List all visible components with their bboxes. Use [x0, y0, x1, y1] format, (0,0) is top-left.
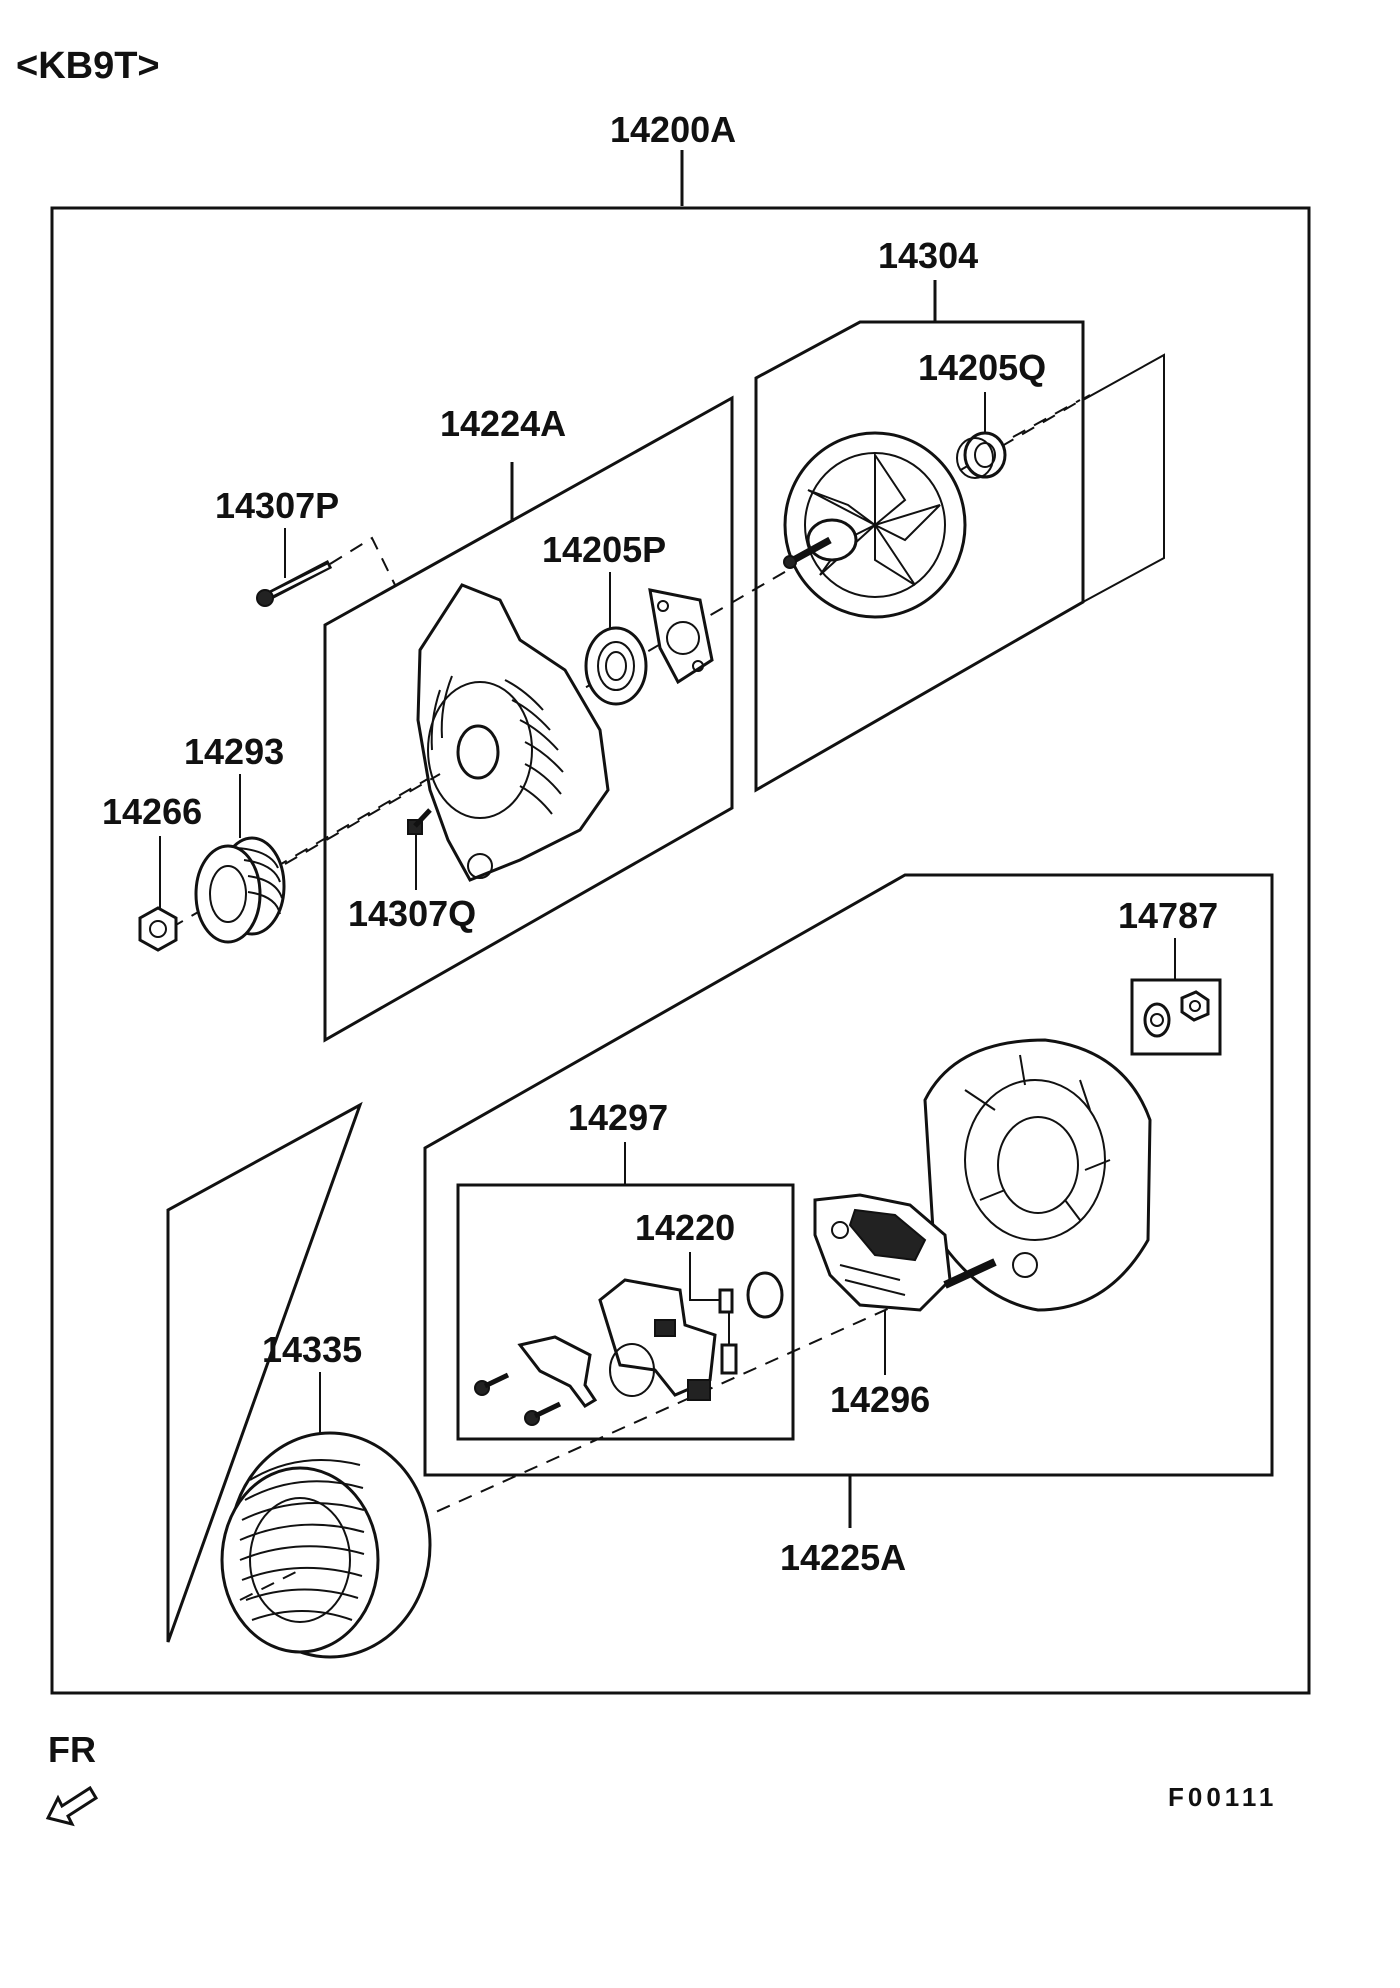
rectifier-icon [813, 1193, 997, 1312]
bearing-icon [956, 431, 1007, 479]
rear-bracket-group: 14225A [423, 873, 1274, 1578]
figure-code: F00111 [1168, 1782, 1277, 1812]
nut-icon [1143, 990, 1210, 1038]
direction-label: FR [48, 1729, 96, 1770]
part-number-14266: 14266 [102, 791, 202, 832]
arrow-down-left-icon [45, 1785, 99, 1827]
part-number-14307Q: 14307Q [348, 893, 476, 934]
nut-icon [138, 906, 178, 952]
bearing-icon [584, 626, 648, 706]
part-number-14205Q: 14205Q [918, 347, 1046, 388]
stator-icon [220, 1431, 432, 1659]
stator-group: 14335 [166, 1101, 432, 1659]
part-number-14205P: 14205P [542, 529, 666, 570]
part-14205Q: 14205Q [918, 347, 1046, 479]
part-14293: 14293 [184, 731, 441, 944]
brush-holder-icon [598, 1278, 717, 1401]
axis-lines [149, 394, 1131, 1601]
part-14787: 14787 [1118, 895, 1222, 1056]
front-direction-indicator: FR [45, 1729, 99, 1827]
plate-icon [648, 588, 714, 685]
part-14266: 14266 [102, 791, 202, 952]
clip-icon [517, 1335, 598, 1408]
part-number-14335: 14335 [262, 1329, 362, 1370]
part-14296: 14296 [813, 1193, 997, 1420]
part-14220: 14220 [635, 1207, 738, 1375]
group-number-14224A: 14224A [440, 403, 566, 444]
part-number-14293: 14293 [184, 731, 284, 772]
group-number-14225A: 14225A [780, 1537, 906, 1578]
model-code: <KB9T> [16, 45, 160, 87]
rotor-icon [783, 431, 967, 619]
part-number-14787: 14787 [1118, 895, 1218, 936]
part-number-14220: 14220 [635, 1207, 735, 1248]
front-bracket-icon [416, 583, 610, 882]
assembly-number-14200A: 14200A [610, 109, 736, 150]
screw-icon [474, 1372, 562, 1426]
snap-ring-icon [746, 1271, 784, 1319]
group-number-14297: 14297 [568, 1097, 668, 1138]
part-14307Q: 14307Q [348, 808, 476, 934]
front-bracket-group: 14224A [323, 395, 734, 1043]
part-number-14296: 14296 [830, 1379, 930, 1420]
part-14205P: 14205P [542, 529, 714, 706]
part-14307P: 14307P [215, 485, 396, 607]
bolt-icon [256, 560, 333, 607]
part-number-14307P: 14307P [215, 485, 339, 526]
rear-bracket-icon [923, 1038, 1152, 1312]
group-number-14304: 14304 [878, 235, 978, 276]
assembly-frame: 14200A [50, 109, 1311, 1695]
pulley-icon [194, 836, 286, 944]
screw-icon [407, 808, 432, 835]
brush-holder-group: 14297 [456, 1097, 795, 1441]
brush-icon [718, 1288, 738, 1375]
rotor-group: 14304 [754, 235, 1165, 793]
